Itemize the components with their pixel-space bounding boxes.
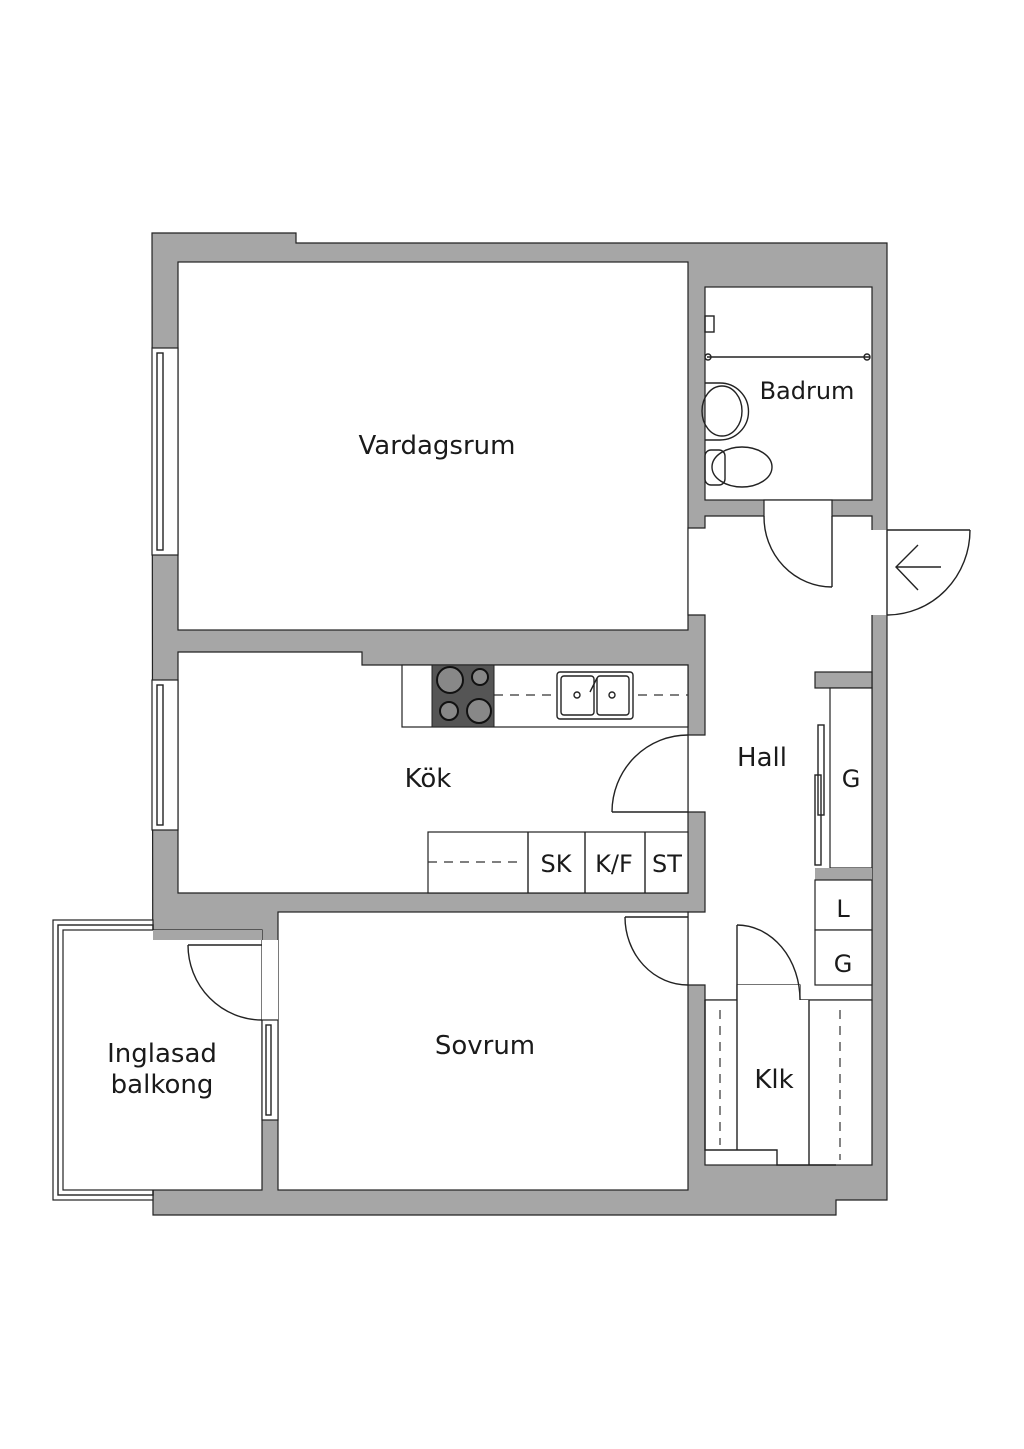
room-vardagsrum [177, 261, 689, 631]
window-vardagsrum [151, 347, 179, 556]
door-klk[interactable] [736, 924, 801, 1001]
label-hall: Hall [737, 743, 787, 773]
label-vardagsrum: Vardagsrum [359, 431, 516, 461]
label-closet-g1: G [842, 765, 861, 793]
closet-g2[interactable] [814, 929, 873, 986]
label-balkong-line1: Inglasad [107, 1039, 217, 1069]
closet-l[interactable] [814, 879, 873, 931]
label-kok: Kök [405, 764, 452, 794]
label-closet-g2: G [834, 950, 853, 978]
sink-icon [701, 382, 750, 441]
label-fridge-freezer: K/F [595, 850, 633, 878]
label-dishwasher: SK [541, 850, 573, 878]
door-kok[interactable] [611, 734, 689, 813]
closet-g1[interactable] [829, 687, 873, 869]
window-kok [151, 679, 179, 831]
door-badrum[interactable] [763, 515, 833, 588]
label-oven: ST [652, 850, 682, 878]
label-balkong-line2: balkong [111, 1070, 214, 1100]
label-closet-l: L [836, 895, 850, 923]
stove-icon [431, 664, 495, 728]
shower-icon [704, 315, 871, 361]
label-badrum: Badrum [760, 377, 855, 405]
toilet-icon [704, 446, 773, 488]
label-sovrum: Sovrum [435, 1031, 535, 1061]
room-badrum [704, 286, 873, 501]
entrance-door[interactable] [886, 529, 971, 616]
window-sovrum [261, 1019, 279, 1121]
label-klk: Klk [754, 1065, 793, 1095]
room-sovrum [277, 911, 689, 1191]
door-balkong[interactable] [187, 944, 263, 1021]
entrance-arrow-icon [895, 544, 941, 591]
door-sovrum[interactable] [624, 916, 689, 986]
kitchen-counter-bottom [427, 831, 689, 894]
kitchen-sink-icon [556, 671, 634, 720]
